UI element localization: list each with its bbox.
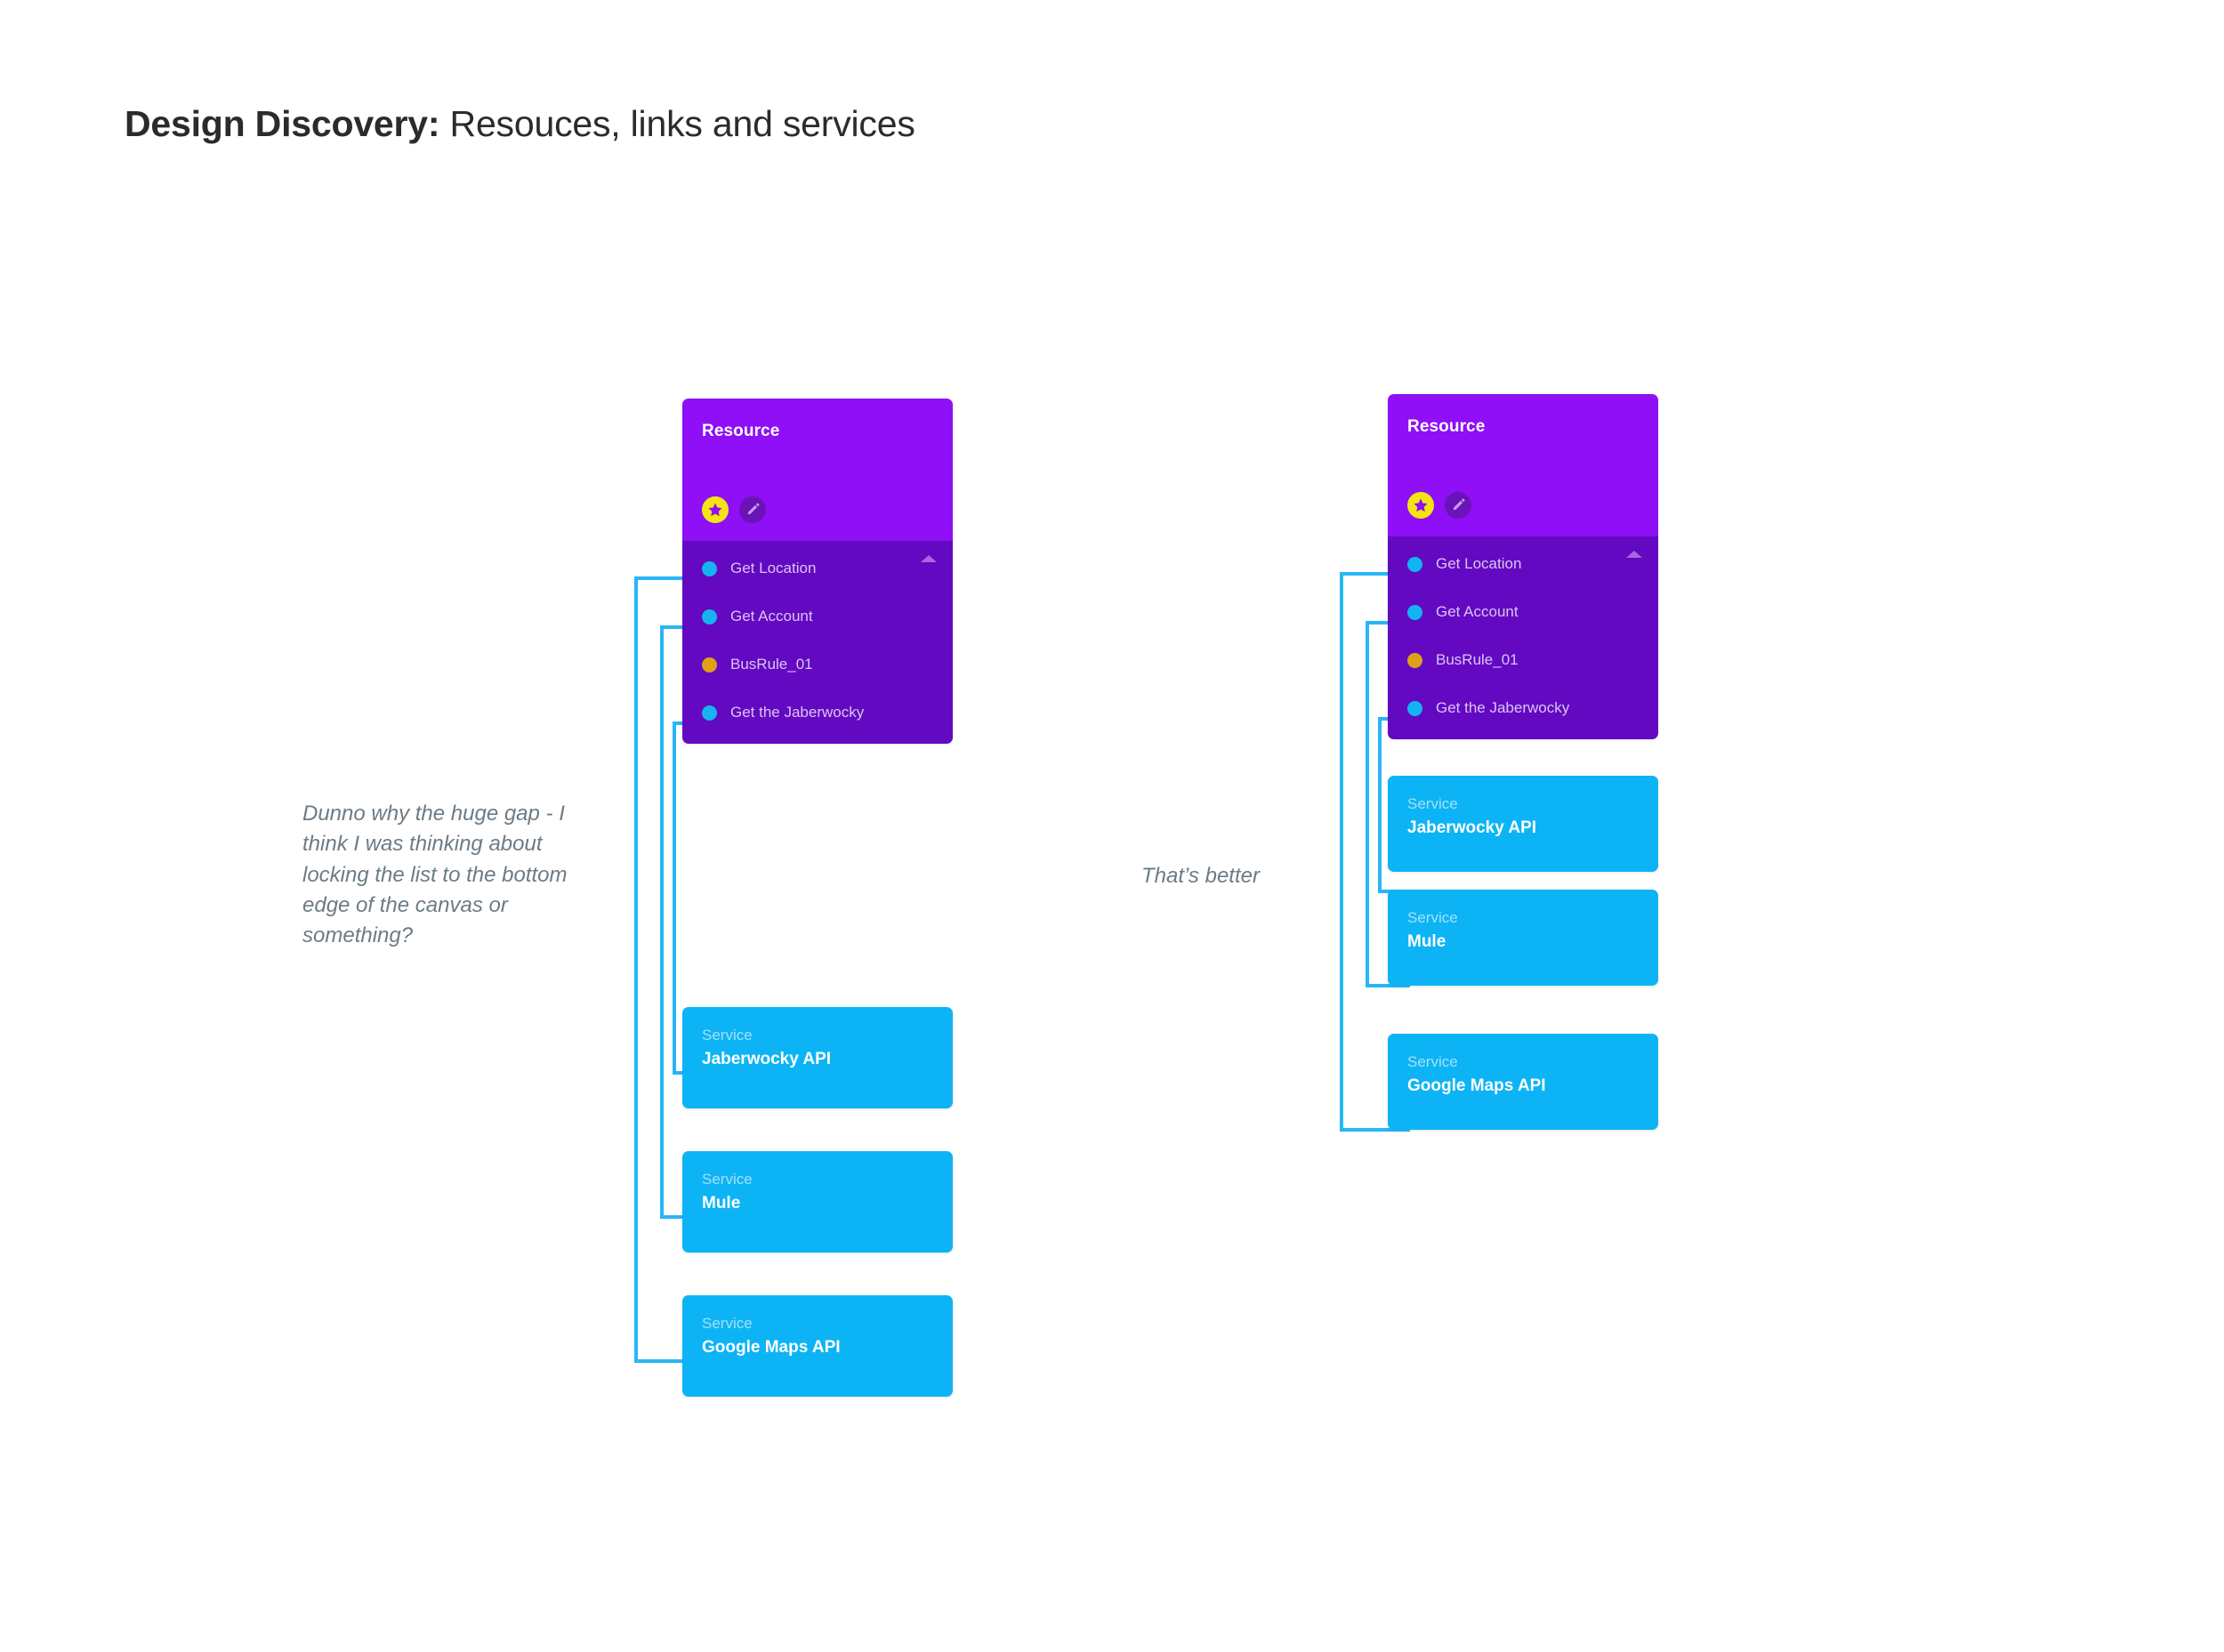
service-kind-label: Service	[1407, 1053, 1458, 1070]
resource-card-right[interactable]: Resource Get Location	[1388, 394, 1658, 739]
resource-row-label: BusRule_01	[730, 656, 813, 673]
resource-card-left[interactable]: Resource Get Location	[682, 399, 953, 744]
service-card-right-google-maps-api[interactable]: Service Google Maps API	[1388, 1034, 1658, 1130]
row-dot-icon	[1407, 556, 1422, 572]
resource-row-get-account[interactable]: Get Account	[682, 601, 953, 632]
row-dot-icon	[702, 560, 717, 576]
resource-row-get-location[interactable]: Get Location	[1388, 549, 1658, 579]
row-dot-icon	[1407, 604, 1422, 620]
service-kind-label: Service	[1407, 909, 1458, 926]
resource-header-icons-right	[1407, 492, 1471, 519]
service-name-label: Mule	[702, 1194, 741, 1213]
page-title-strong: Design Discovery:	[125, 103, 440, 144]
chevron-up-icon[interactable]	[1626, 551, 1642, 558]
resource-row-label: Get Location	[730, 560, 817, 576]
resource-row-get-jaberwocky[interactable]: Get the Jaberwocky	[682, 697, 953, 728]
service-name-label: Jaberwocky API	[702, 1050, 832, 1068]
resource-row-get-jaberwocky[interactable]: Get the Jaberwocky	[1388, 693, 1658, 723]
row-dot-icon	[1407, 652, 1422, 668]
service-card-right-mule[interactable]: Service Mule	[1388, 890, 1658, 986]
resource-row-label: Get Location	[1436, 555, 1522, 572]
resource-header-icons-left	[702, 496, 766, 523]
resource-row-label: BusRule_01	[1436, 651, 1519, 668]
service-kind-label: Service	[1407, 795, 1458, 812]
row-dot-icon	[702, 608, 717, 625]
resource-title-right: Resource	[1407, 417, 1486, 436]
row-dot-icon	[702, 705, 717, 721]
service-name-label: Mule	[1407, 932, 1446, 951]
service-name-label: Jaberwocky API	[1407, 818, 1537, 837]
resource-list-left: Get Location Get Account BusRule_01 Get …	[682, 541, 953, 744]
pencil-icon[interactable]	[739, 496, 766, 523]
star-icon[interactable]	[702, 496, 729, 523]
chevron-up-icon[interactable]	[921, 555, 937, 562]
row-dot-icon	[1407, 700, 1422, 716]
resource-row-label: Get the Jaberwocky	[730, 704, 865, 721]
resource-row-label: Get Account	[730, 608, 813, 625]
resource-row-label: Get the Jaberwocky	[1436, 699, 1570, 716]
resource-header-right: Resource	[1388, 394, 1658, 536]
resource-row-busrule[interactable]: BusRule_01	[1388, 645, 1658, 675]
service-card-left-google-maps-api[interactable]: Service Google Maps API	[682, 1295, 953, 1397]
service-card-right-jaberwocky-api[interactable]: Service Jaberwocky API	[1388, 776, 1658, 872]
annotation-right: That’s better	[1141, 864, 1260, 888]
resource-list-right: Get Location Get Account BusRule_01 Get …	[1388, 536, 1658, 739]
resource-row-get-location[interactable]: Get Location	[682, 553, 953, 584]
service-card-left-mule[interactable]: Service Mule	[682, 1151, 953, 1253]
service-kind-label: Service	[702, 1315, 753, 1332]
service-name-label: Google Maps API	[702, 1338, 841, 1357]
star-icon[interactable]	[1407, 492, 1434, 519]
resource-row-busrule[interactable]: BusRule_01	[682, 649, 953, 680]
service-card-left-jaberwocky-api[interactable]: Service Jaberwocky API	[682, 1007, 953, 1108]
page-title: Design Discovery: Resouces, links and se…	[125, 102, 915, 146]
pencil-icon[interactable]	[1445, 492, 1471, 519]
annotation-left: Dunno why the huge gap - I think I was t…	[302, 802, 568, 948]
row-dot-icon	[702, 657, 717, 673]
resource-header-left: Resource	[682, 399, 953, 541]
resource-title-left: Resource	[702, 422, 780, 440]
service-kind-label: Service	[702, 1027, 753, 1044]
service-kind-label: Service	[702, 1171, 753, 1188]
page-title-rest: Resouces, links and services	[439, 103, 915, 144]
service-name-label: Google Maps API	[1407, 1076, 1546, 1095]
resource-row-get-account[interactable]: Get Account	[1388, 597, 1658, 627]
resource-row-label: Get Account	[1436, 603, 1519, 620]
